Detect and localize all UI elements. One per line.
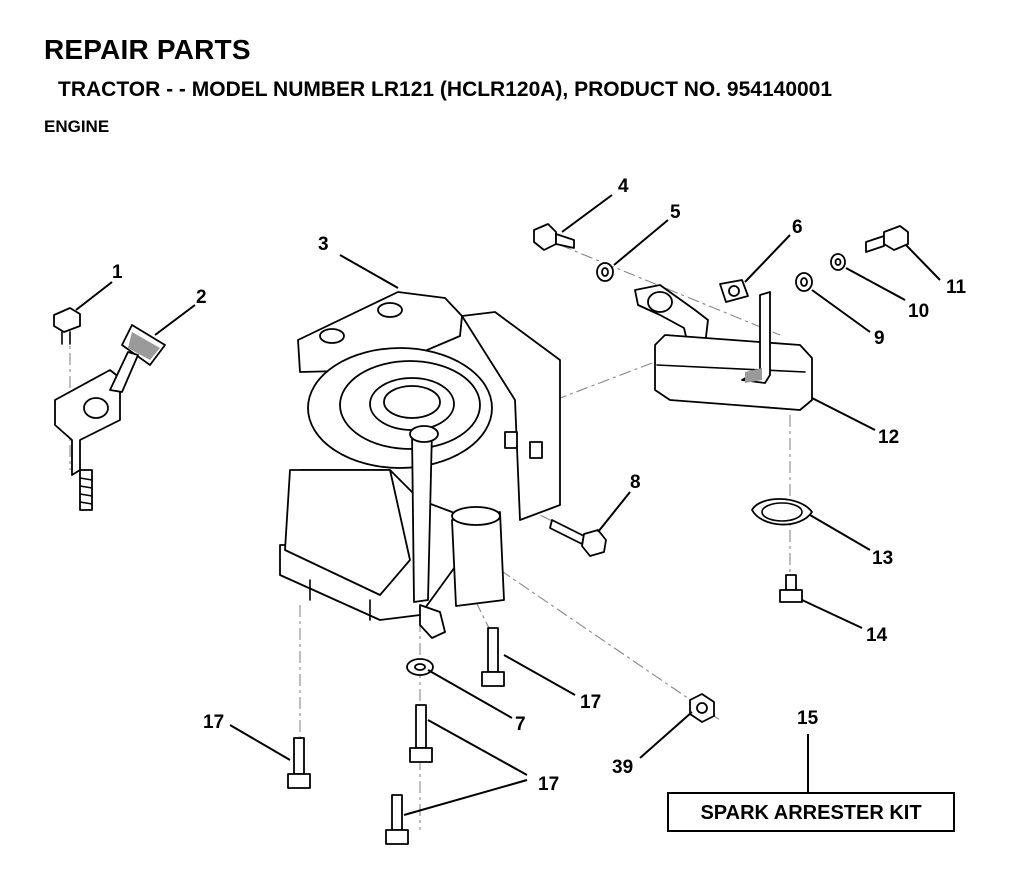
- callout-7: 7: [515, 714, 526, 735]
- bolt-17-c: [409, 704, 433, 763]
- washer-7: [406, 658, 434, 676]
- callout-6: 6: [792, 217, 803, 238]
- gasket-6: [719, 279, 749, 303]
- callout-17-c: 17: [538, 774, 559, 795]
- callout-2: 2: [196, 287, 207, 308]
- washer-5: [596, 262, 614, 282]
- callout-5: 5: [670, 202, 681, 223]
- callout-3: 3: [318, 234, 329, 255]
- model-subtitle: TRACTOR - - MODEL NUMBER LR121 (HCLR120A…: [58, 78, 833, 101]
- callout-17-a: 17: [580, 692, 601, 713]
- throttle-control-assembly: [53, 307, 166, 511]
- callout-39: 39: [612, 757, 633, 778]
- bolt-17-b: [287, 737, 311, 789]
- spark-arrester-kit-box: SPARK ARRESTER KIT: [667, 792, 955, 832]
- nut-39: [689, 693, 715, 723]
- muffler-12: [654, 291, 813, 411]
- bolt-17-d: [385, 794, 409, 845]
- kit-label: SPARK ARRESTER KIT: [700, 802, 921, 824]
- washer-9: [795, 272, 813, 292]
- leader-lines: [75, 194, 941, 816]
- callout-8: 8: [630, 472, 641, 493]
- bolt-17-a: [481, 627, 505, 687]
- callout-11: 11: [946, 277, 967, 298]
- callout-12: 12: [878, 427, 899, 448]
- section-label: ENGINE: [44, 117, 110, 136]
- callout-14: 14: [866, 625, 888, 646]
- bolt-4: [533, 223, 575, 251]
- callout-numbers: 1 2 3 4 5 6 7 8 9 10 11 12 13 14 15 17 1…: [112, 176, 967, 795]
- spark-arrester-screen-13: [751, 498, 813, 526]
- callout-17-b: 17: [203, 712, 224, 733]
- callout-15: 15: [797, 708, 819, 729]
- engine-body: [279, 291, 561, 639]
- screw-14: [779, 574, 803, 603]
- callout-4: 4: [618, 176, 629, 197]
- callout-1: 1: [112, 262, 123, 283]
- callout-10: 10: [908, 301, 929, 322]
- page-title: REPAIR PARTS: [44, 34, 251, 65]
- callout-9: 9: [874, 328, 885, 349]
- bolt-11: [865, 225, 909, 253]
- lock-washer-10: [830, 253, 846, 271]
- bolt-8: [549, 519, 607, 557]
- callout-13: 13: [872, 548, 893, 569]
